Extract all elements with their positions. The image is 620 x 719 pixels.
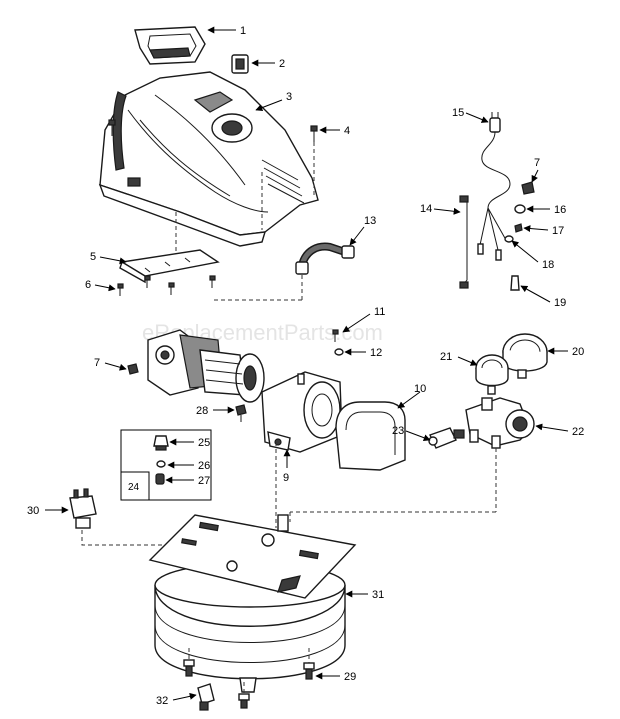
callout-11: 11 [374,306,385,318]
callout-25: 25 [198,437,210,449]
part-29-drain-valve[interactable] [303,662,315,680]
part-22-manifold[interactable] [465,397,535,449]
part-5-bracket[interactable] [119,249,220,284]
callout-13: 13 [364,215,376,227]
callout-22: 22 [572,426,584,438]
part-21-gauge[interactable] [475,354,509,395]
callout-7-left: 7 [94,357,100,369]
part-11-screw[interactable] [332,329,339,342]
part-2-switch[interactable] [231,54,249,74]
callout-9: 9 [283,472,289,484]
callout-18: 18 [542,259,554,271]
part-1-handle-tray[interactable] [134,26,206,65]
part-27-valve[interactable] [155,473,165,485]
callout-2: 2 [279,58,285,70]
callout-15: 15 [452,107,464,119]
part-30-pressure-switch[interactable] [69,488,97,529]
callout-20: 20 [572,346,584,358]
part-7-nut-right[interactable] [521,181,535,195]
part-7-nut-left[interactable] [127,363,139,375]
part-18-washer[interactable] [504,235,514,243]
part-15-power-cord[interactable] [477,112,511,261]
callout-31: 31 [372,589,384,601]
part-23-safety-valve[interactable] [428,427,465,449]
part-4-screw[interactable] [310,125,318,142]
callout-6: 6 [85,279,91,291]
part-25-fitting[interactable] [153,435,169,451]
part-6-screws[interactable] [117,275,216,296]
part-16-connector[interactable] [514,204,526,214]
tank-foot-center [238,693,250,709]
callout-16: 16 [554,204,566,216]
callout-10: 10 [414,383,426,395]
callout-29: 29 [344,671,356,683]
part-17-terminal[interactable] [514,223,523,233]
callout-32: 32 [156,695,168,707]
shroud-screw-left [108,119,116,136]
callout-26: 26 [198,460,210,472]
part-28-screw[interactable] [235,404,247,422]
part-20-gauge[interactable] [502,333,548,379]
motor-assembly[interactable] [147,329,265,403]
callout-19: 19 [554,297,566,309]
part-3-shroud-housing[interactable] [98,71,319,247]
callout-17: 17 [552,225,564,237]
callout-21: 21 [440,351,452,363]
callout-7-right: 7 [534,157,540,169]
part-9-fan-shroud[interactable] [261,371,343,453]
callout-4: 4 [344,125,350,137]
callout-27: 27 [198,475,210,487]
callout-5: 5 [90,251,96,263]
part-19-wire-nut[interactable] [510,275,520,291]
callout-14: 14 [420,203,432,215]
callout-12: 12 [370,347,382,359]
kit-box-24 [120,429,212,501]
callout-labels: 1 2 3 4 5 6 7 7 9 10 11 12 13 14 15 16 1… [27,25,584,707]
callout-leaders [45,26,569,701]
callout-30: 30 [27,505,39,517]
callout-28: 28 [196,405,208,417]
part-12-washer[interactable] [334,348,344,356]
part-10-cover[interactable] [335,401,406,471]
part-14-cord[interactable] [459,195,469,289]
callout-23: 23 [392,425,404,437]
part-32-fitting[interactable] [197,683,215,711]
callout-24: 24 [128,482,140,493]
part-31-tank[interactable] [148,514,357,693]
part-13-hose[interactable] [295,242,355,275]
callout-3: 3 [286,91,292,103]
callout-1: 1 [240,25,246,37]
tank-foot-left [183,659,195,677]
part-26-o-ring[interactable] [156,460,166,468]
